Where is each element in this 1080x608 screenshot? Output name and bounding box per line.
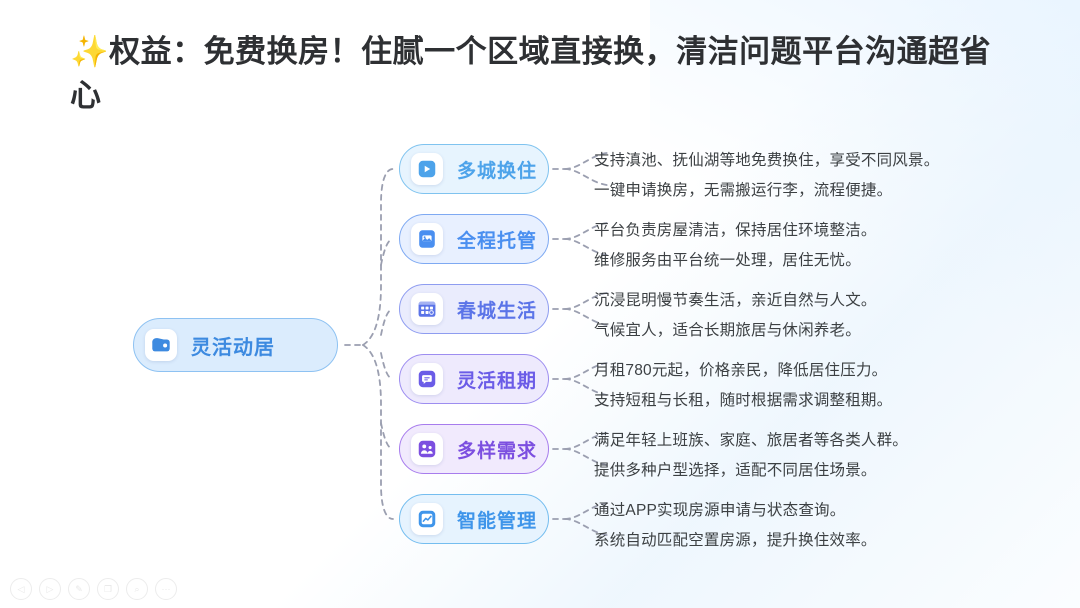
- mindmap-branch-node-3[interactable]: 春城生活: [399, 284, 549, 334]
- mindmap-branch-label: 多城换住: [457, 160, 538, 182]
- branch-detail-text: 支持滇池、抚仙湖等地免费换住，享受不同风景。: [594, 152, 940, 169]
- branch-detail-text: 提供多种户型选择，适配不同居住场景。: [594, 462, 877, 479]
- chat-bubble-icon: [411, 363, 443, 395]
- mindmap-branch-node-5[interactable]: 多样需求: [399, 424, 549, 474]
- more-icon[interactable]: ···: [155, 578, 177, 600]
- mindmap-branch-label: 全程托管: [457, 230, 538, 252]
- mindmap-branch-node-6[interactable]: 智能管理: [399, 494, 549, 544]
- mindmap-branch-label: 多样需求: [457, 440, 538, 462]
- search-icon[interactable]: ⌕: [126, 578, 148, 600]
- calendar-grid-icon: [411, 293, 443, 325]
- play-icon[interactable]: ▷: [39, 578, 61, 600]
- mindmap-branch-node-4[interactable]: 灵活租期: [399, 354, 549, 404]
- previous-icon[interactable]: ◁: [10, 578, 32, 600]
- branch-detail-text: 沉浸昆明慢节奏生活，亲近自然与人文。: [594, 292, 877, 309]
- mindmap-center-label: 灵活动居: [191, 336, 275, 359]
- page-title: ✨权益：免费换房！住腻一个区域直接换，清洁问题平台沟通超省心: [70, 34, 992, 114]
- people-group-icon: [411, 433, 443, 465]
- mindmap-branch-node-1[interactable]: 多城换住: [399, 144, 549, 194]
- document-icon: [411, 223, 443, 255]
- branch-detail-text: 满足年轻上班族、家庭、旅居者等各类人群。: [594, 432, 909, 449]
- branch-detail-text: 月租780元起，价格亲民，降低居住压力。: [594, 362, 888, 379]
- wallet-icon: [145, 329, 177, 361]
- mindmap-center-node[interactable]: 灵活动居: [133, 318, 338, 372]
- video-folder-icon: [411, 153, 443, 185]
- branch-detail-text: 一键申请换房，无需搬运行李，流程便捷。: [594, 182, 893, 199]
- branch-detail-text: 系统自动匹配空置房源，提升换住效率。: [594, 532, 877, 549]
- mindmap-branch-node-2[interactable]: 全程托管: [399, 214, 549, 264]
- bottom-toolbar[interactable]: ◁ ▷ ✎ ❐ ⌕ ···: [10, 578, 177, 600]
- branch-detail-text: 气候宜人，适合长期旅居与休闲养老。: [594, 322, 861, 339]
- branch-detail-text: 平台负责房屋清洁，保持居住环境整洁。: [594, 222, 877, 239]
- chart-trend-icon: [411, 503, 443, 535]
- mindmap-branch-label: 春城生活: [457, 300, 538, 322]
- branch-detail-text: 通过APP实现房源申请与状态查询。: [594, 502, 846, 519]
- pen-icon[interactable]: ✎: [68, 578, 90, 600]
- branch-detail-text: 支持短租与长租，随时根据需求调整租期。: [594, 392, 893, 409]
- layers-icon[interactable]: ❐: [97, 578, 119, 600]
- mindmap-branch-label: 智能管理: [457, 510, 538, 532]
- mindmap-branch-label: 灵活租期: [457, 370, 538, 392]
- branch-detail-text: 维修服务由平台统一处理，居住无忧。: [594, 252, 861, 269]
